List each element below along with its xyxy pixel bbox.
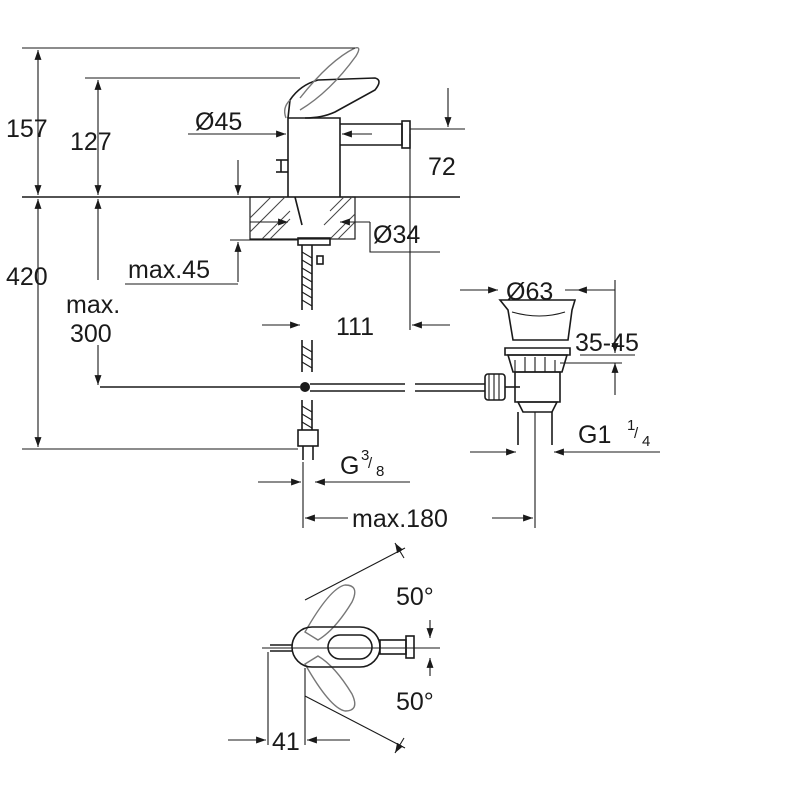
thread-g1-main: G1 — [578, 421, 611, 449]
dim-41: 41 — [272, 728, 300, 756]
dim-diameter-63: Ø63 — [506, 278, 553, 306]
thread-g38-slash: / — [368, 455, 373, 472]
thread-g38-main: G — [340, 452, 359, 480]
thread-g38-denominator: 8 — [376, 463, 384, 480]
angle-bottom: 50° — [396, 688, 434, 716]
dim-35-45: 35-45 — [575, 329, 639, 357]
dim-127: 127 — [70, 128, 112, 156]
plan-view — [228, 542, 440, 754]
countertop — [22, 196, 460, 240]
thread-g1-1-4: G1 1 / 4 — [578, 417, 650, 450]
supply-hose — [297, 245, 324, 460]
dimension-lines — [22, 47, 660, 528]
dim-diameter-45: Ø45 — [195, 108, 242, 136]
dim-diameter-34: Ø34 — [373, 221, 420, 249]
dim-157: 157 — [6, 115, 48, 143]
thread-g1-denominator: 4 — [642, 433, 650, 450]
thread-g1-numerator: 1 — [627, 417, 635, 434]
thread-g1-slash: / — [634, 425, 639, 442]
waste-assembly — [100, 299, 577, 445]
dim-max-180: max.180 — [352, 505, 448, 533]
dim-72: 72 — [428, 153, 456, 181]
thread-g-3-8: G 3 / 8 — [340, 447, 384, 480]
dim-max-label: max. — [66, 291, 120, 319]
thread-g38-numerator: 3 — [361, 447, 369, 464]
dim-300: 300 — [70, 320, 112, 348]
faucet-elevation — [276, 46, 411, 246]
angle-top: 50° — [396, 583, 434, 611]
dim-420: 420 — [6, 263, 48, 291]
dim-max-45: max.45 — [128, 256, 210, 284]
dim-111: 111 — [336, 313, 374, 341]
